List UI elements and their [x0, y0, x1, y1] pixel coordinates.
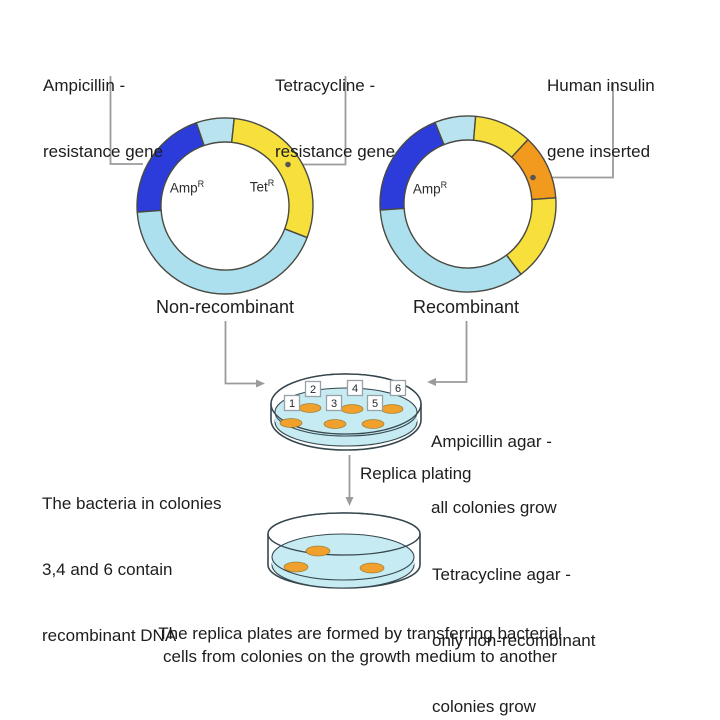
- colony-number: 6: [395, 383, 401, 395]
- footer-caption-line2: cells from colonies on the growth medium…: [162, 647, 558, 666]
- ampicillin-leader-line: [109, 76, 143, 165]
- side-note: The bacteria in colonies 3,4 and 6 conta…: [42, 449, 222, 691]
- ampr-tag-right-text: Amp: [412, 181, 441, 197]
- ampr-tag-left-sup: R: [197, 178, 205, 189]
- recombinant-arrowhead-icon: [427, 378, 436, 386]
- petri-dish-tetracycline: [267, 512, 421, 589]
- ampicillin-agar-caption-line2: all colonies grow: [431, 498, 557, 517]
- tetracycline-gene-label-line1: Tetracycline -: [275, 76, 376, 95]
- tetracycline-gene-label-line2: resistance gene: [275, 142, 396, 161]
- ampr-tag-left: AmpR: [170, 179, 204, 196]
- colony-number-badge: [304, 380, 322, 398]
- ampicillin-gene-label-line1: Ampicillin -: [43, 76, 126, 95]
- tetracycline-agar-caption-line1: Tetracycline agar -: [432, 565, 571, 584]
- colony: [361, 419, 385, 429]
- ampr-tag-right-sup: R: [440, 179, 448, 190]
- tetr-tag-left-sup: R: [267, 177, 275, 188]
- insulin-leader-line: [538, 84, 614, 179]
- recombinant-arrow: [436, 321, 468, 383]
- colony-number-badge: [325, 394, 343, 412]
- side-note-line3: recombinant DNA: [42, 626, 177, 645]
- plasmid-segment-tet-resistance-lower: [505, 197, 557, 275]
- replica-plating-label: Replica plating: [360, 464, 472, 483]
- ampicillin-agar-caption: Ampicillin agar - all colonies grow: [431, 387, 557, 563]
- insulin-leader-dot: [530, 174, 536, 181]
- plasmid-left: [136, 117, 314, 295]
- ampicillin-gene-label-line2: resistance gene: [43, 142, 164, 161]
- dish2-agar-surface: [271, 533, 415, 581]
- plasmid-segment-backbone: [379, 207, 522, 293]
- insulin-gene-label-line2: gene inserted: [547, 142, 651, 161]
- colony: [359, 562, 385, 574]
- colony-number-badge: [366, 394, 384, 412]
- colony: [380, 404, 404, 414]
- colony: [323, 419, 347, 429]
- tetracycline-leader-line: [290, 76, 347, 166]
- plasmid-right: [379, 115, 557, 293]
- colony: [340, 404, 364, 414]
- footer-caption-line1: The replica plates are formed by transfe…: [158, 624, 562, 643]
- tetracycline-agar-caption-line3: colonies grow: [432, 697, 536, 716]
- colony: [279, 418, 303, 428]
- ampicillin-agar-caption-line1: Ampicillin agar -: [431, 432, 552, 451]
- plasmid-segment-linker: [195, 117, 235, 147]
- dish1-rim-edge: [270, 373, 422, 435]
- tetracycline-agar-caption: Tetracycline agar - only non-recombinant…: [432, 520, 595, 720]
- tetracycline-leader-dot: [285, 161, 291, 168]
- ampicillin-gene-label: Ampicillin - resistance gene: [43, 31, 163, 207]
- dish2-rim-edge: [267, 512, 421, 556]
- side-note-line2: 3,4 and 6 contain: [42, 560, 173, 579]
- non-recombinant-caption: Non-recombinant: [155, 297, 295, 317]
- non-recombinant-arrow: [224, 321, 256, 385]
- petri-dish-ampicillin: 1 2 3 4 5 6: [270, 373, 422, 451]
- colony-number-badge: [389, 379, 407, 397]
- colony-number: 5: [372, 398, 378, 410]
- dish1-number-badges: 1 2 3 4 5 6: [283, 379, 407, 412]
- colony-number: 3: [331, 398, 337, 410]
- footer-caption: The replica plates are formed by transfe…: [0, 622, 720, 668]
- colony-number: 1: [289, 398, 295, 410]
- tetracycline-gene-label: Tetracycline - resistance gene: [275, 31, 395, 207]
- plasmid-segment-backbone: [136, 209, 308, 295]
- colony-number-badge: [283, 394, 301, 412]
- colony-number: 4: [352, 383, 358, 395]
- replica-plating-arrowhead-icon: [345, 497, 354, 506]
- insulin-gene-label: Human insulin gene inserted: [547, 31, 655, 207]
- ampr-tag-right: AmpR: [413, 180, 447, 197]
- non-recombinant-arrowhead-icon: [256, 379, 265, 388]
- colony: [305, 545, 331, 557]
- dish2-colonies: [283, 545, 385, 574]
- colony: [283, 561, 309, 573]
- side-note-line1: The bacteria in colonies: [42, 494, 222, 513]
- colony-number-badge: [346, 379, 364, 397]
- ampr-tag-left-text: Amp: [169, 180, 198, 196]
- tetr-tag-left-text: Tet: [249, 179, 268, 195]
- colony: [298, 403, 322, 413]
- tetr-tag-left: TetR: [250, 178, 275, 195]
- tetracycline-agar-caption-line2: only non-recombinant: [432, 631, 596, 650]
- insulin-gene-label-line1: Human insulin: [547, 76, 655, 95]
- colony-number: 2: [310, 384, 316, 396]
- recombinant-caption: Recombinant: [412, 297, 520, 317]
